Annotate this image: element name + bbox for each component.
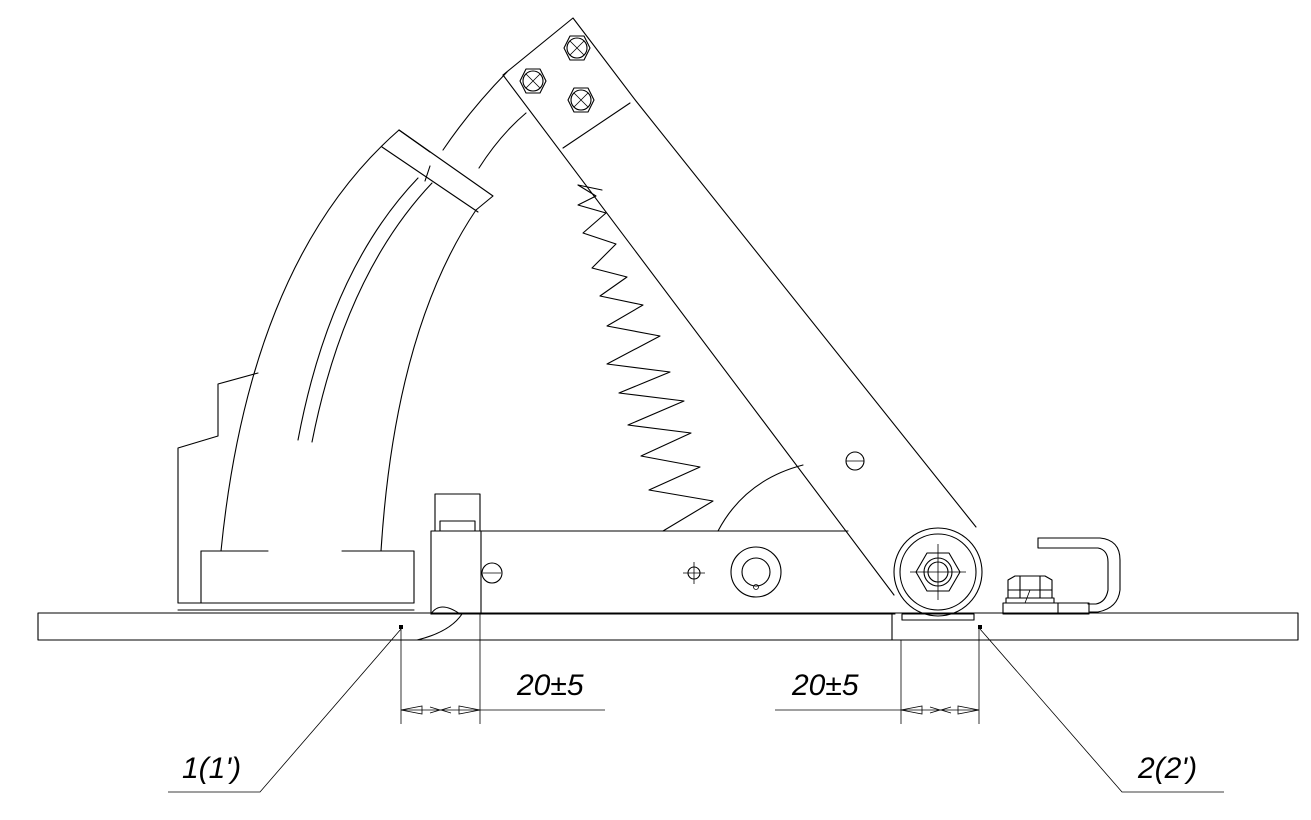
hex-nut-icon: [1005, 575, 1055, 604]
left-housing: [177, 372, 415, 611]
callout-left-label: 1(1'): [182, 752, 241, 785]
roller-hinge: [893, 527, 983, 621]
spring: [577, 184, 714, 532]
pivot-arm: [502, 17, 977, 596]
callout-right-leader: [979, 628, 1224, 793]
hex-bolt-icon: [519, 68, 547, 94]
slider-block: [416, 493, 482, 641]
callout-right-label: 2(2'): [1137, 752, 1197, 785]
hex-bolt-icon: [563, 35, 591, 61]
dimension-left: [400, 614, 605, 724]
dimension-right-label: 20±5: [791, 669, 859, 702]
dimension-right: [775, 629, 980, 724]
callout-left-leader: [168, 628, 402, 793]
hex-bolt-icon: [567, 87, 595, 113]
base-plate: [37, 612, 1299, 641]
hex-bolt-group: [519, 35, 595, 113]
point-markers: [399, 625, 982, 629]
dimension-left-label: 20±5: [516, 669, 584, 702]
lever-bar: [480, 464, 896, 641]
curved-guide: [220, 71, 527, 552]
